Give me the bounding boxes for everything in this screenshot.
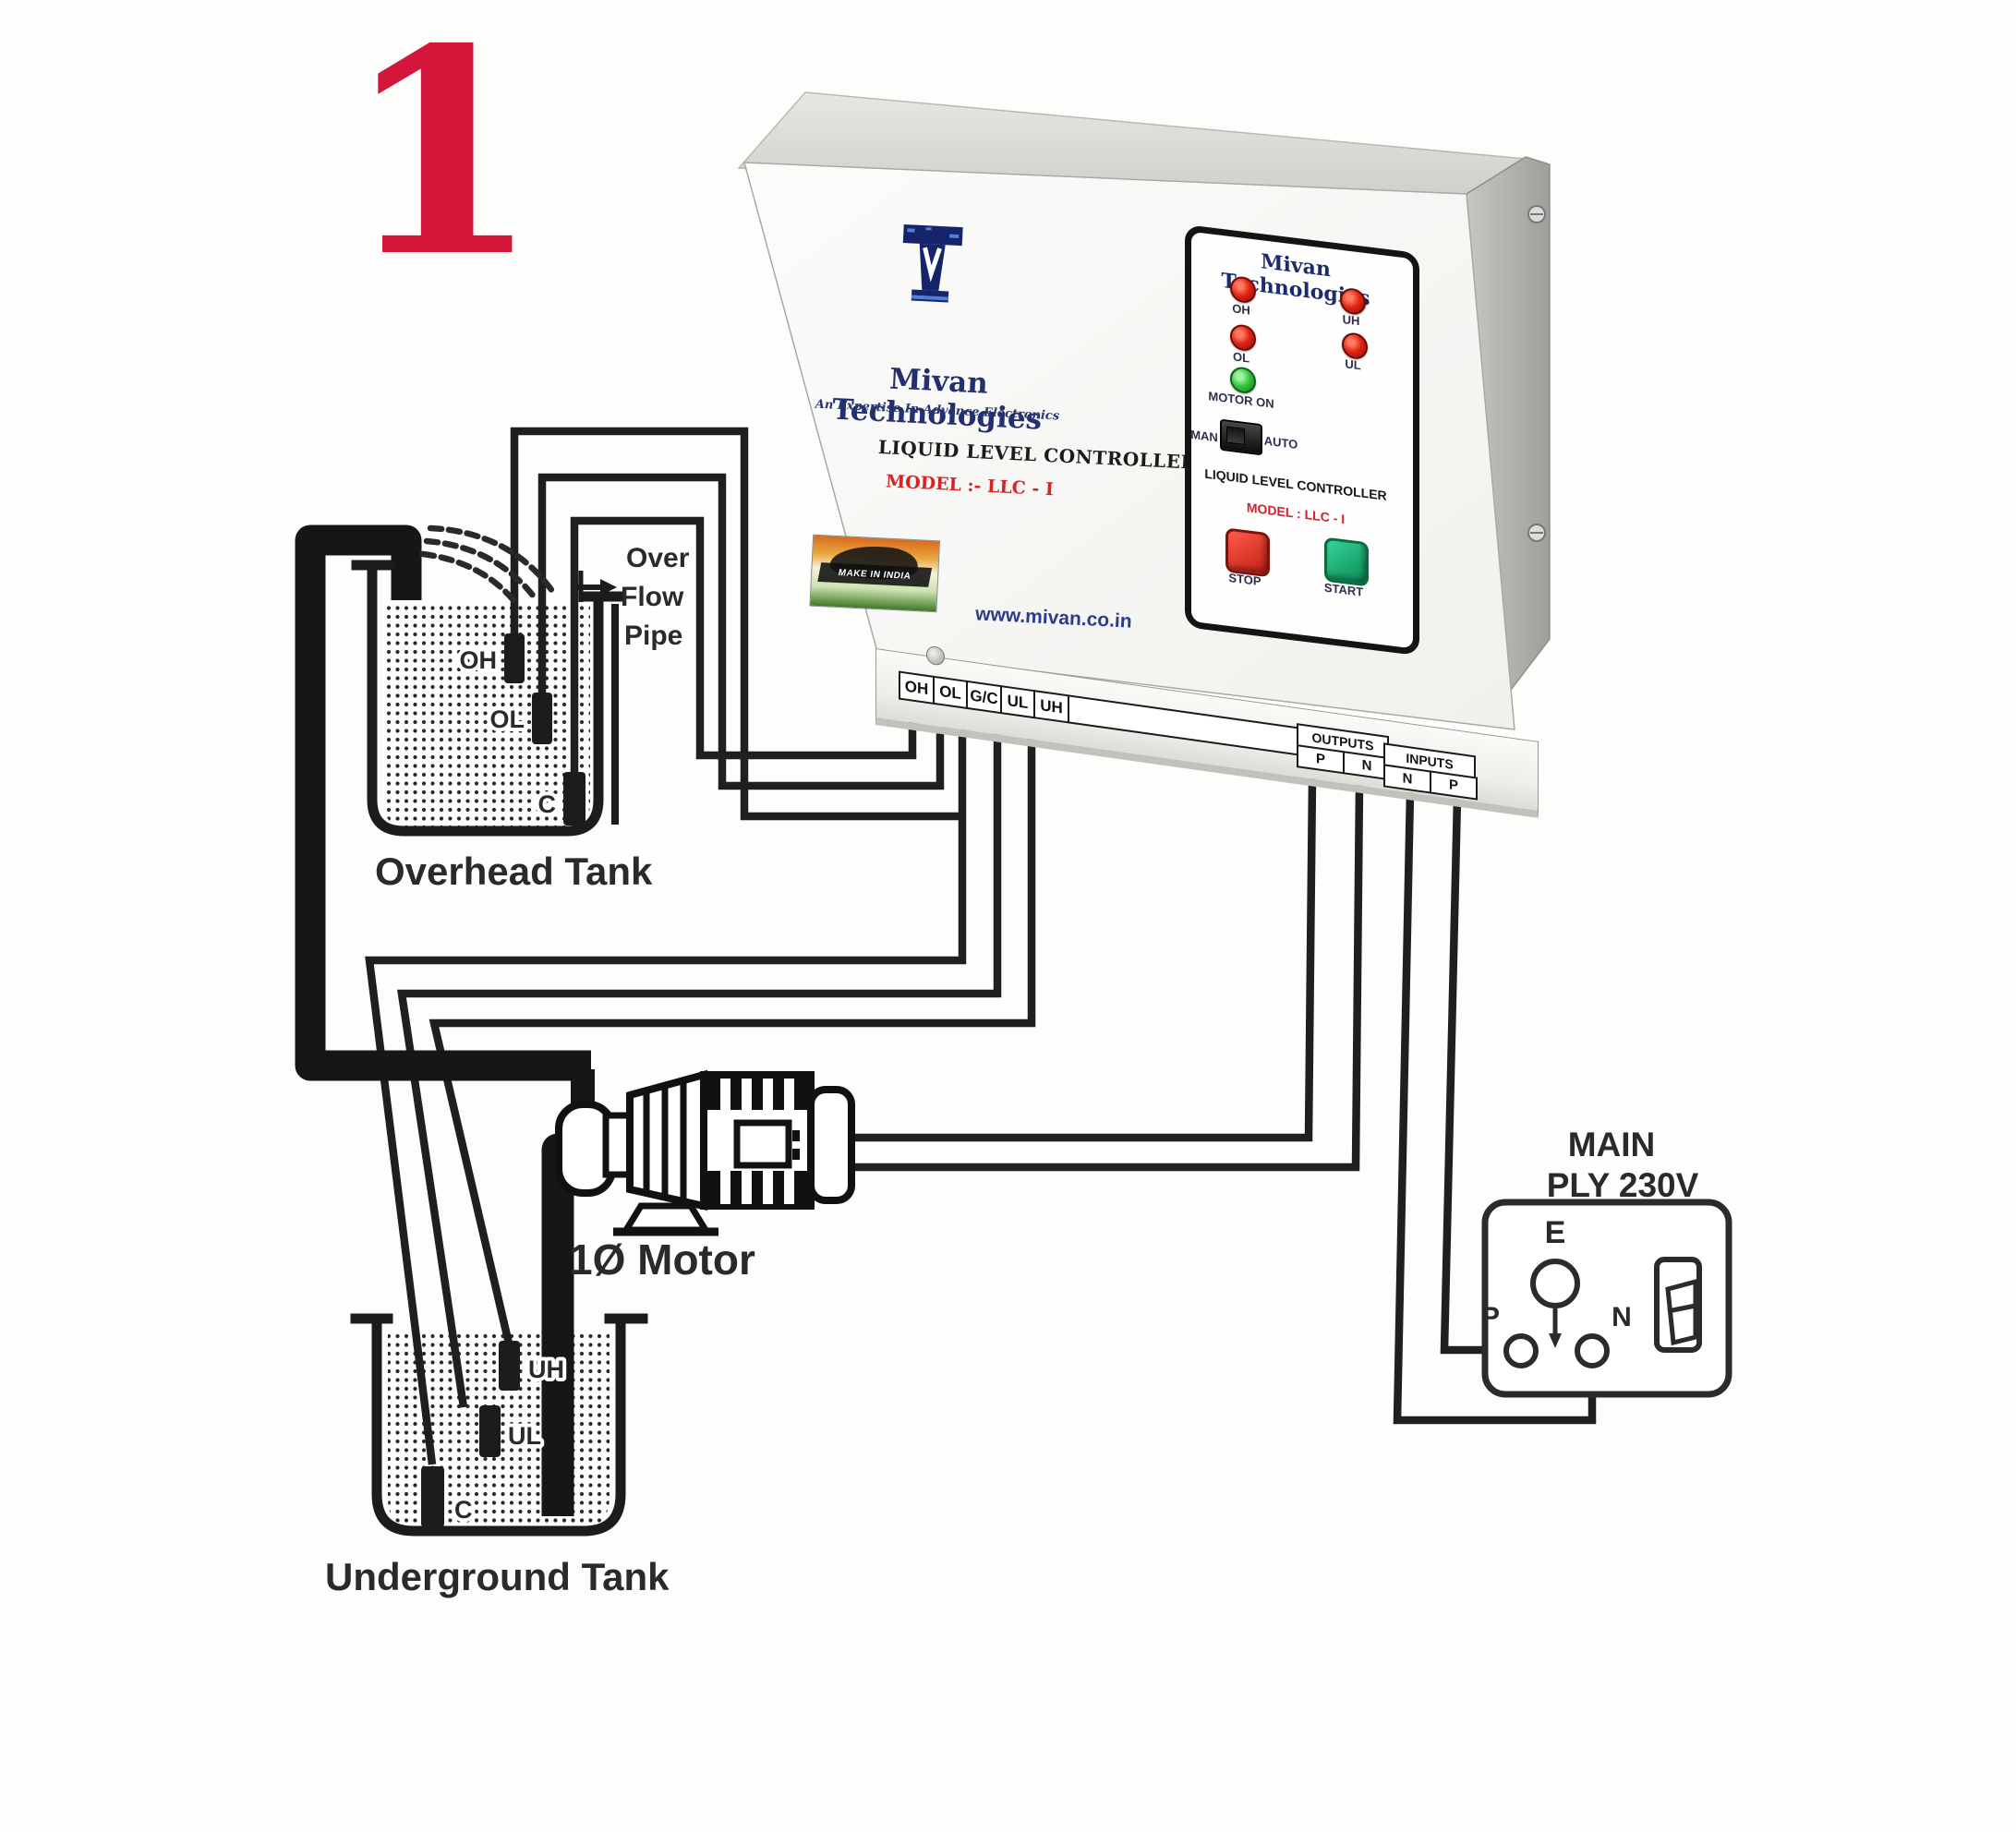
wire-uh-underground <box>429 739 1036 1344</box>
sensor-c2-electrode <box>421 1466 444 1527</box>
sensor-c-electrode <box>563 772 585 826</box>
overhead-tank <box>351 560 626 837</box>
wire-ol-loop <box>537 473 945 790</box>
motor-on-led-indicator <box>1230 366 1256 395</box>
sensor-ul-electrode <box>479 1405 501 1457</box>
uh-led-label: UH <box>1342 311 1360 329</box>
terminal-ol: OL <box>932 675 969 710</box>
make-in-india-badge: MAKE IN INDIA <box>809 534 941 613</box>
water-spray <box>419 524 556 604</box>
auto-label: AUTO <box>1263 433 1298 452</box>
overflow-label-line1: Over <box>626 543 690 573</box>
mains-socket <box>1481 1199 1732 1398</box>
stop-button[interactable] <box>1225 527 1270 578</box>
phase-pin-hole <box>1503 1333 1539 1368</box>
motor <box>555 1069 855 1236</box>
supply-rocker-switch[interactable] <box>1654 1257 1702 1353</box>
overflow-arrow <box>578 571 617 602</box>
terminal-oh: OH <box>899 670 935 705</box>
wire-output-p <box>851 777 1317 1142</box>
mivan-logo-icon <box>894 223 969 313</box>
box-front-print: Mivan Technologies An Expertise In Advan… <box>768 217 1197 677</box>
inputs-block: INPUTS N P <box>1383 742 1478 801</box>
earth-pin-hole <box>1530 1259 1580 1308</box>
wire-c-loop <box>570 516 917 776</box>
neutral-terminal-label: N <box>1612 1302 1632 1332</box>
sensor-c-label: C <box>538 790 557 818</box>
wire-ul-underground <box>397 734 1002 1408</box>
earth-terminal-label: E <box>1545 1215 1566 1250</box>
phase-terminal-label: P <box>1481 1302 1500 1332</box>
overflow-label-line2: Flow <box>621 582 684 612</box>
wire-gc-underground <box>365 729 967 1465</box>
wire-output-n <box>851 784 1364 1172</box>
sensor-uh-label: UH <box>528 1356 564 1383</box>
controller-display-panel: Mivan Technologies OH UH OL UL MOTOR ON … <box>1185 224 1419 657</box>
terminal-blank <box>1067 694 1308 757</box>
sensor-oh-label: OH <box>460 646 498 674</box>
start-button[interactable] <box>1324 536 1369 587</box>
sensor-ol-label: OL <box>490 705 525 733</box>
underground-tank <box>350 1313 648 1537</box>
ul-led-label: UL <box>1345 356 1361 373</box>
oh-led-label: OH <box>1232 301 1250 318</box>
motor-label: 1Ø Motor <box>569 1235 755 1284</box>
terminal-ul: UL <box>999 684 1036 719</box>
outputs-block: OUTPUTS P N <box>1297 723 1391 781</box>
delivery-pipe <box>295 524 591 1081</box>
sensor-c2-label: C <box>454 1496 473 1524</box>
supply-label-line1: MAIN <box>1568 1126 1656 1163</box>
ol-led-label: OL <box>1232 349 1250 366</box>
overhead-tank-water <box>383 602 590 827</box>
side-panel-screws <box>1527 205 1546 542</box>
terminal-uh: UH <box>1033 690 1069 724</box>
model-number: MODEL :- LLC - I <box>885 471 1055 500</box>
wire-oh-loop <box>510 427 962 821</box>
ol-led-indicator <box>1230 323 1256 353</box>
underground-tank-label: Underground Tank <box>325 1555 670 1598</box>
step-number: 1 <box>344 0 540 319</box>
sensor-wires <box>365 427 1597 1465</box>
man-label: MAN <box>1190 427 1218 445</box>
man-auto-switch[interactable] <box>1220 418 1262 456</box>
neutral-pin-hole <box>1575 1333 1610 1368</box>
sensor-uh-electrode <box>499 1341 520 1391</box>
terminal-gc: G/C <box>966 680 1002 715</box>
supply-label-line2: PLY 230V <box>1547 1166 1699 1204</box>
sensor-ol-electrode <box>532 693 552 744</box>
overflow-label-line3: Pipe <box>624 621 682 651</box>
sensor-oh-electrode <box>504 633 525 683</box>
sensor-ul-label: UL <box>508 1422 541 1450</box>
overhead-tank-label: Overhead Tank <box>375 850 653 893</box>
website-url: www.mivan.co.in <box>974 603 1133 633</box>
badge-text: MAKE IN INDIA <box>837 568 912 582</box>
